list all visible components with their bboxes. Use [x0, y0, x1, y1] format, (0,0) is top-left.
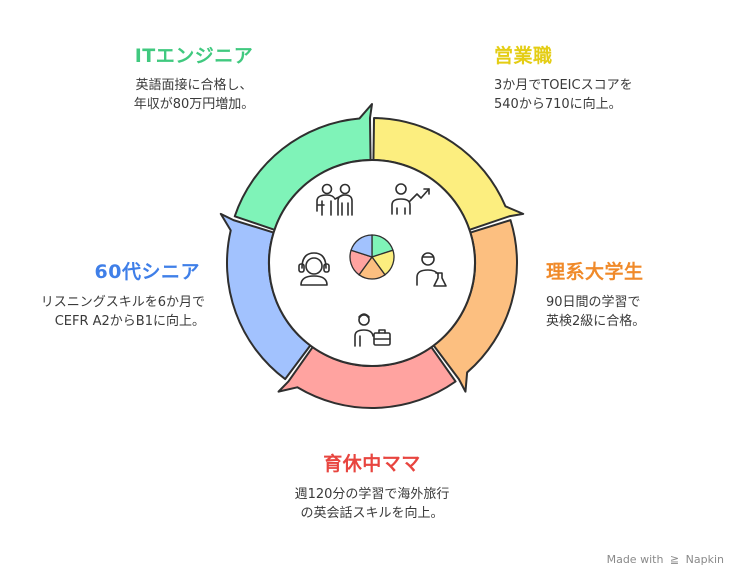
student-desc: 90日間の学習で 英検2級に合格。 — [546, 295, 646, 329]
headset-person-icon — [298, 252, 330, 286]
made-with-text: Made with — [606, 553, 664, 566]
scientist-icon — [416, 252, 447, 287]
napkin-logo-icon: ≧ — [669, 553, 680, 566]
sales-desc: 3か月でTOEICスコアを 540から710に向上。 — [494, 78, 633, 112]
senior-desc: リスニングスキルを6か月で CEFR A2からB1に向上。 — [40, 295, 205, 329]
growth-person-icon — [391, 183, 430, 215]
it-engineer-desc: 英語面接に合格し、 年収が80万円増加。 — [133, 78, 255, 112]
student-title: 理系大学生 — [546, 261, 644, 283]
mom-desc: 週120分の学習で海外旅行 の英会話スキルを向上。 — [294, 487, 450, 521]
pie-slice-senior — [350, 234, 373, 258]
ring-segments — [219, 103, 525, 409]
napkin-brand-text: Napkin — [685, 553, 724, 566]
senior-title: 60代シニア — [94, 261, 200, 283]
mom-title: 育休中ママ — [323, 453, 421, 475]
napkin-footer: Made with ≧ Napkin — [607, 553, 724, 566]
businessperson-icon — [354, 313, 391, 347]
sales-title: 営業職 — [494, 45, 553, 67]
it-engineer-title: ITエンジニア — [134, 45, 254, 67]
presenter-icon — [316, 183, 353, 216]
center-pie — [349, 234, 395, 280]
